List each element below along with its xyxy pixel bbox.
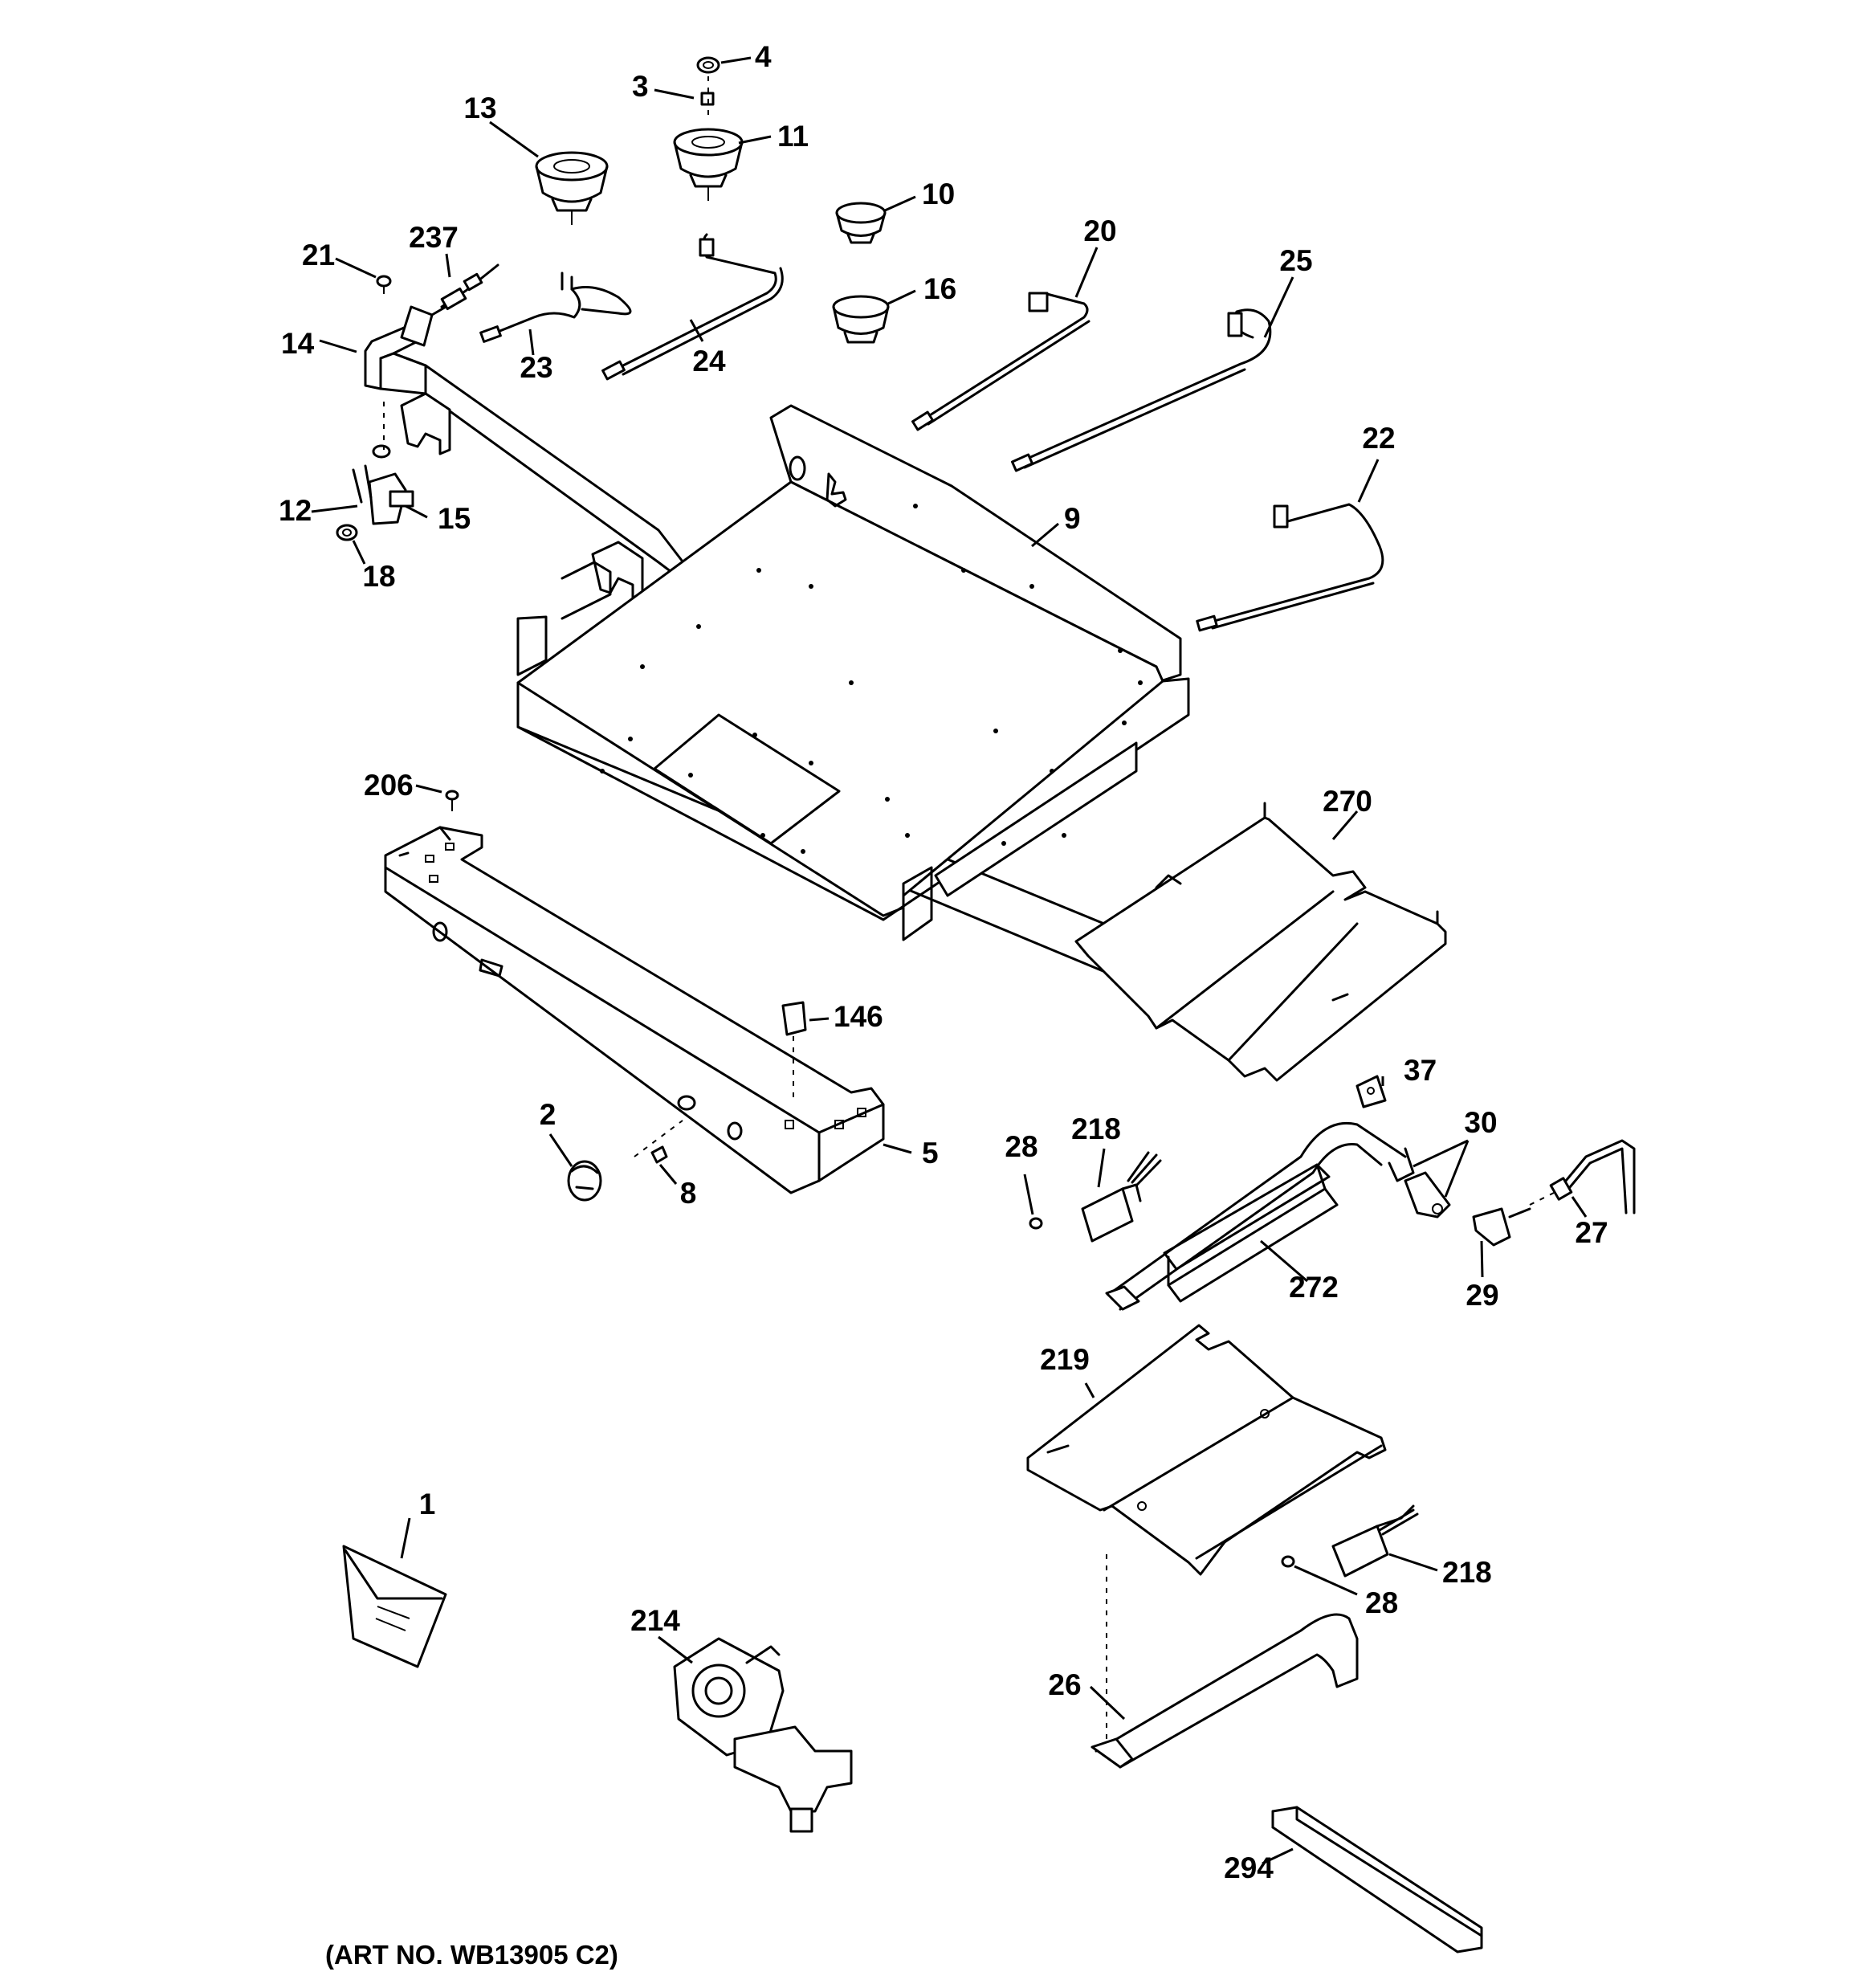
broil-shield-270 (1074, 802, 1447, 1082)
tube-20 (911, 292, 1090, 431)
callout-12: 12 (279, 494, 312, 527)
screw-28-upper (1029, 1217, 1043, 1230)
callout-14: 14 (281, 327, 315, 360)
callout-272: 272 (1289, 1271, 1339, 1304)
screw-28-lower (1281, 1555, 1295, 1568)
burner-tube-assembly (1105, 1121, 1415, 1311)
callout-28-lower: 28 (1365, 1586, 1398, 1619)
tube-27 (1529, 1139, 1636, 1214)
igniter-218-lower (1331, 1504, 1419, 1578)
callout-26: 26 (1048, 1668, 1081, 1701)
broil-burner-26 (1090, 1554, 1359, 1769)
valve-12-15 (352, 402, 414, 525)
burner-head-11 (673, 128, 744, 201)
callout-218-upper: 218 (1071, 1112, 1121, 1145)
callout-1: 1 (419, 1488, 436, 1521)
screw-21 (376, 275, 392, 294)
callout-23: 23 (520, 351, 552, 384)
screw-206 (445, 790, 459, 811)
gas-valve-214 (673, 1637, 853, 1833)
callout-28-upper: 28 (1005, 1130, 1037, 1163)
igniter-218-upper (1081, 1151, 1162, 1243)
callout-15: 15 (438, 502, 471, 535)
baffle-294 (1271, 1806, 1483, 1953)
callout-3: 3 (632, 70, 649, 103)
clip-146 (781, 1001, 807, 1100)
callout-labels: 4 3 13 11 10 16 20 25 237 21 14 23 24 22… (279, 40, 1608, 1884)
callout-270: 270 (1323, 785, 1372, 818)
callout-294: 294 (1224, 1851, 1274, 1884)
callout-237: 237 (409, 221, 459, 254)
burner-box-9 (516, 404, 1190, 998)
literature-packet-1 (342, 1545, 447, 1668)
burner-head-13 (535, 151, 609, 225)
burner-head-10 (835, 202, 887, 244)
callout-219: 219 (1040, 1343, 1090, 1376)
callout-30: 30 (1464, 1106, 1497, 1139)
callout-13: 13 (463, 92, 496, 125)
callout-18: 18 (362, 560, 395, 593)
manifold-14 (364, 305, 692, 599)
orifice-holder-30 (1404, 1171, 1451, 1219)
callout-11: 11 (777, 120, 809, 153)
callout-2: 2 (540, 1098, 556, 1131)
leader-lines (311, 56, 1588, 1865)
burner-head-16 (832, 295, 890, 344)
callout-206: 206 (364, 769, 414, 802)
tube-22 (1196, 503, 1384, 632)
tube-237 (430, 263, 499, 316)
control-panel-5 (384, 826, 885, 1194)
tube-23 (479, 271, 632, 343)
screw-8 (634, 1120, 683, 1164)
callout-22: 22 (1362, 422, 1395, 455)
callout-8: 8 (680, 1177, 697, 1210)
tube-25 (1011, 308, 1272, 472)
callout-214: 214 (630, 1604, 680, 1637)
callout-9: 9 (1064, 502, 1081, 535)
callout-37: 37 (1404, 1054, 1437, 1087)
nut-18 (336, 524, 358, 541)
tube-24 (601, 233, 784, 381)
callout-27: 27 (1575, 1216, 1608, 1249)
callout-4: 4 (755, 40, 772, 73)
callout-29: 29 (1466, 1279, 1498, 1312)
art-number: (ART NO. WB13905 C2) (325, 1940, 618, 1970)
callout-5: 5 (922, 1137, 939, 1170)
orifice-3 (700, 76, 715, 120)
callout-146: 146 (834, 1000, 883, 1033)
callout-25: 25 (1279, 244, 1312, 277)
callout-16: 16 (923, 272, 956, 305)
callout-24: 24 (692, 345, 726, 378)
callout-20: 20 (1083, 214, 1116, 247)
callout-218-lower: 218 (1442, 1556, 1492, 1589)
bracket-37 (1355, 1075, 1387, 1108)
cap-nut-4 (696, 56, 720, 74)
elbow-29 (1472, 1207, 1531, 1247)
flame-spreader-219 (1026, 1324, 1387, 1576)
callout-10: 10 (922, 178, 955, 210)
knob-2 (567, 1160, 602, 1202)
callout-21: 21 (302, 239, 335, 271)
